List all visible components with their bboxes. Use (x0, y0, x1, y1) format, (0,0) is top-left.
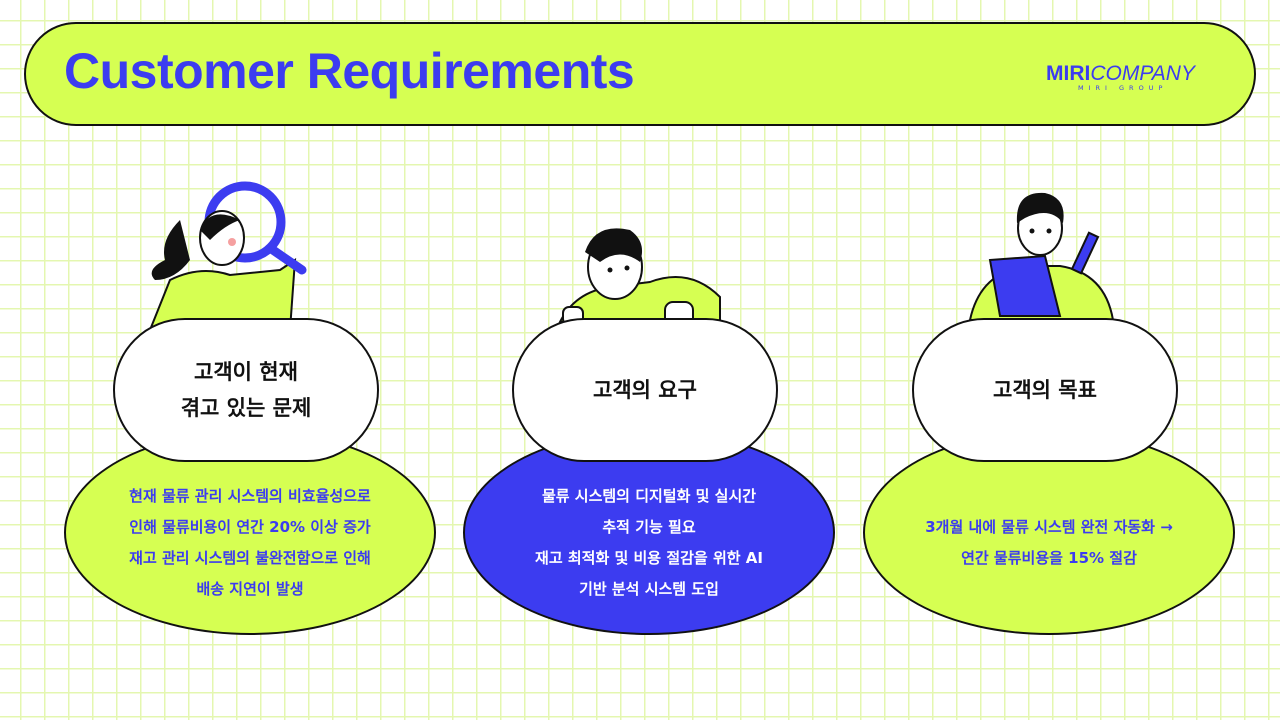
company-logo: MIRICOMPANY MIRI GROUP (1046, 62, 1195, 92)
card-title-line: 겪고 있는 문제 (180, 396, 312, 420)
man-with-clipboard-illustration (968, 192, 1115, 321)
body-line: 연간 물류비용을 15% 절감 (961, 548, 1137, 567)
header-banner: Customer Requirements MIRICOMPANY MIRI G… (24, 22, 1256, 126)
body-line: 재고 최적화 및 비용 절감을 위한 AI (535, 548, 763, 567)
body-line: 추적 기능 필요 (602, 517, 696, 536)
page-title: Customer Requirements (64, 43, 635, 99)
card-title-pill: 고객의 요구 (512, 318, 778, 462)
problem-description-blob: 현재 물류 관리 시스템의 비효율성으로 인해 물류비용이 연간 20% 이상 … (64, 430, 436, 635)
body-line: 기반 분석 시스템 도입 (579, 579, 719, 598)
needs-description-blob: 물류 시스템의 디지털화 및 실시간 추적 기능 필요 재고 최적화 및 비용 … (463, 430, 835, 635)
woman-with-magnifier-illustration (148, 181, 307, 330)
body-line: 재고 관리 시스템의 불완전함으로 인해 (129, 548, 371, 567)
card-title-pill: 고객의 목표 (912, 318, 1178, 462)
body-line: 3개월 내에 물류 시스템 완전 자동화 → (925, 517, 1173, 536)
body-line: 현재 물류 관리 시스템의 비효율성으로 (129, 486, 371, 505)
body-line: 배송 지연이 발생 (196, 579, 304, 598)
card-title-line: 고객의 목표 (993, 378, 1097, 402)
body-line: 인해 물류비용이 연간 20% 이상 증가 (129, 517, 371, 536)
man-peeking-illustration (558, 228, 721, 328)
body-line: 물류 시스템의 디지털화 및 실시간 (541, 486, 757, 505)
card-title-line: 고객의 요구 (593, 378, 697, 402)
card-title-line: 고객이 현재 (194, 360, 298, 384)
